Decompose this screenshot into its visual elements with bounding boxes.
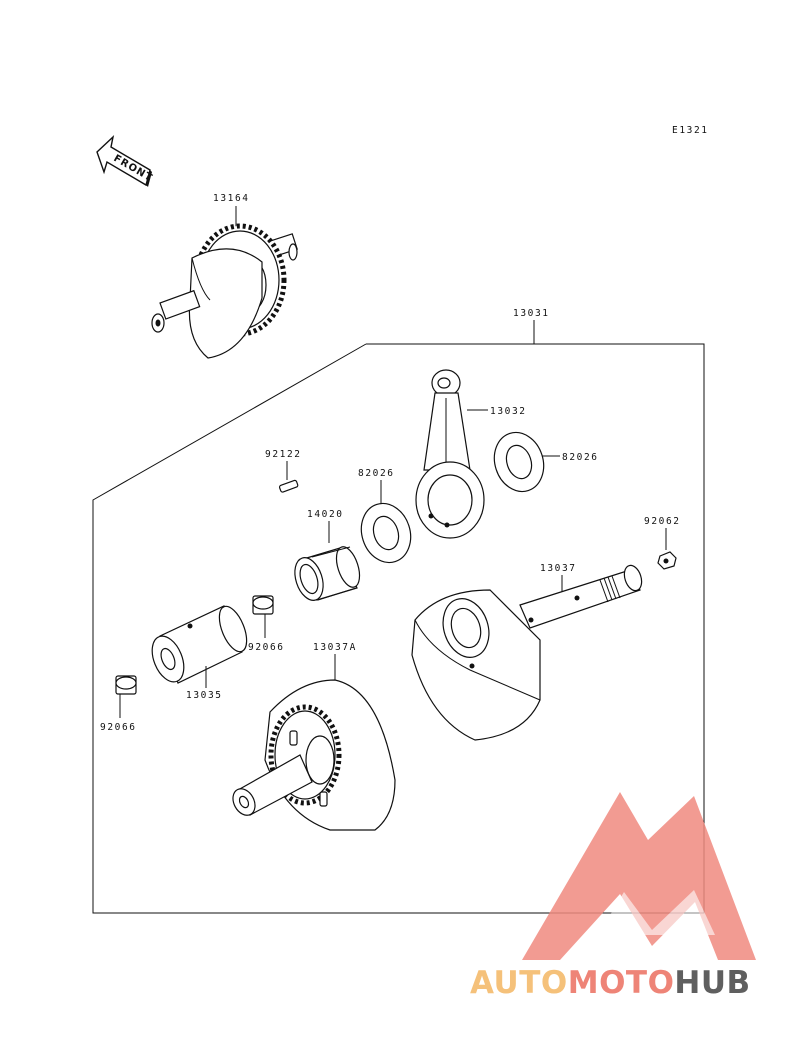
label-82026-right: 82026 [562,452,599,463]
label-13035: 13035 [186,690,223,701]
bushing-mid [252,595,274,615]
needle-bearing [294,546,361,601]
watermark-hub: HUB [674,965,750,1001]
crankshaft-left [232,679,396,831]
dowel-pin [278,479,299,493]
front-arrow-icon: FRONT [96,134,154,187]
diagram-code: E1321 [672,125,709,136]
crank-pin [151,605,248,684]
automotohub-logo-mark [522,792,756,960]
assembly-frame [92,343,705,914]
label-92122: 92122 [265,449,302,460]
label-13032: 13032 [490,406,527,417]
label-13037A: 13037A [313,642,357,653]
label-82026-left: 82026 [358,468,395,479]
label-13164: 13164 [213,193,250,204]
label-92062: 92062 [644,516,681,527]
watermark-moto: MOTO [568,965,675,1001]
automotohub-logo-text: AUTOMOTOHUB [470,965,751,1001]
nut [657,551,677,570]
thrust-washer-right [493,431,545,493]
label-92066-left: 92066 [100,722,137,733]
label-13037: 13037 [540,563,577,574]
connecting-rod [415,369,485,539]
svg-text:AUTOMOTOHUB: AUTOMOTOHUB [470,965,751,1001]
balancer-shaft [151,206,298,359]
label-13031: 13031 [513,308,550,319]
thrust-washer-left [360,502,412,564]
crankshaft-right [411,564,643,741]
label-14020: 14020 [307,509,344,520]
label-92066-mid: 92066 [248,642,285,653]
watermark-auto: AUTO [470,965,568,1001]
bushing-left [115,675,137,695]
